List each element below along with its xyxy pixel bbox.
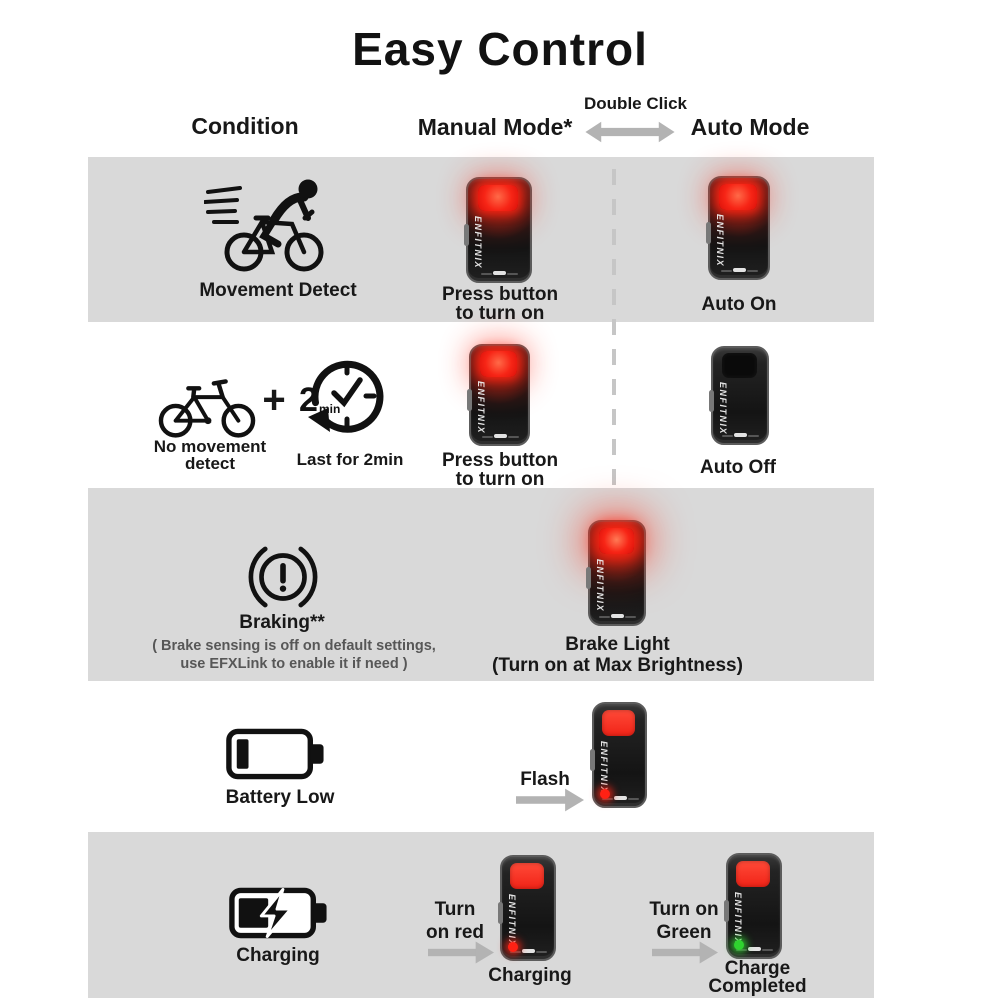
brake-result-label: Brake Light (Turn on at Max Brightness) xyxy=(492,634,743,676)
tail-light-charging: ENFITNIX xyxy=(498,855,556,961)
auto-mode-header: Auto Mode xyxy=(690,114,810,140)
braking-note: ( Brake sensing is off on default settin… xyxy=(152,638,436,672)
device-lens xyxy=(719,183,757,210)
auto-state-label-row1: Auto On xyxy=(701,294,777,315)
device-brand: ENFITNIX xyxy=(507,893,517,947)
clock-unit-label: min xyxy=(319,402,340,416)
tail-light-auto-off: ENFITNIX xyxy=(709,346,769,445)
charging-arrow-icon xyxy=(428,941,494,964)
device-side-button xyxy=(586,566,591,589)
plus-sign: + xyxy=(262,378,286,422)
device-logo xyxy=(613,796,627,800)
condition-label-no-movement: No movement detect xyxy=(153,437,267,473)
timer-clock-icon: 2 min xyxy=(299,360,384,433)
device-side-button xyxy=(467,389,472,412)
device-logo xyxy=(522,949,535,953)
charging-battery-icon xyxy=(229,887,327,939)
tail-light-auto-on: ENFITNIX xyxy=(706,176,770,280)
device-lens xyxy=(510,862,545,890)
battery-low-icon xyxy=(226,728,324,780)
device-logo xyxy=(734,433,747,437)
cyclist-icon xyxy=(204,179,324,272)
charge-completed-label: Charge Completed xyxy=(708,958,807,997)
tail-light-manual-on-2: ENFITNIX xyxy=(467,344,530,446)
device-lens xyxy=(477,184,519,212)
device-lens xyxy=(480,351,518,377)
device-side-button xyxy=(709,389,714,412)
double-click-label: Double Click xyxy=(584,94,687,113)
condition-label-movement: Movement Detect xyxy=(199,280,357,301)
bike-icon xyxy=(158,379,256,438)
charging-result-label: Charging xyxy=(488,965,572,986)
tail-light-manual-on: ENFITNIX xyxy=(464,177,532,283)
device-side-button xyxy=(498,901,503,924)
double-arrow-icon xyxy=(585,121,675,143)
device-lens xyxy=(602,709,636,737)
device-brand: ENFITNIX xyxy=(718,382,728,436)
device-brand: ENFITNIX xyxy=(476,381,486,435)
device-side-button xyxy=(464,223,469,246)
device-brand: ENFITNIX xyxy=(715,214,725,268)
device-brand: ENFITNIX xyxy=(599,740,609,794)
clock-value-label: 2 xyxy=(299,381,318,419)
condition-column-header: Condition xyxy=(191,113,299,139)
device-brand: ENFITNIX xyxy=(595,558,605,612)
device-side-button xyxy=(706,222,711,244)
green-indicator-dot xyxy=(734,940,744,950)
manual-auto-divider xyxy=(612,169,616,490)
brake-warning-icon xyxy=(248,546,318,608)
flash-label: Flash xyxy=(520,769,570,790)
red-indicator-dot xyxy=(508,942,518,952)
condition-label-charging: Charging xyxy=(236,945,320,966)
page-title: Easy Control xyxy=(352,23,648,75)
device-lens xyxy=(736,860,771,888)
device-logo xyxy=(733,268,746,272)
row-band-braking xyxy=(88,488,874,681)
flash-arrow-icon xyxy=(516,788,584,812)
auto-state-label-row2: Auto Off xyxy=(700,457,776,478)
charge-complete-arrow-icon xyxy=(652,941,718,964)
device-logo xyxy=(493,434,507,438)
turn-on-red-label: Turn on red xyxy=(425,899,485,943)
device-logo xyxy=(493,271,506,275)
device-side-button xyxy=(590,748,595,771)
device-lens xyxy=(598,527,634,555)
duration-label: Last for 2min xyxy=(296,450,404,469)
manual-action-label-row2: Press button to turn on xyxy=(441,450,559,490)
tail-light-charged: ENFITNIX xyxy=(724,853,782,959)
device-side-button xyxy=(724,899,729,922)
red-indicator-dot xyxy=(600,789,610,799)
device-logo xyxy=(748,947,761,951)
manual-mode-header: Manual Mode* xyxy=(417,114,573,140)
condition-label-battery-low: Battery Low xyxy=(225,787,335,808)
tail-light-brake: ENFITNIX xyxy=(586,520,646,626)
device-lens xyxy=(721,353,757,378)
device-brand: ENFITNIX xyxy=(733,891,743,945)
turn-on-green-label: Turn on Green xyxy=(649,899,719,943)
tail-light-flash: ENFITNIX xyxy=(590,702,647,808)
condition-label-braking: Braking** xyxy=(239,612,325,633)
device-logo xyxy=(611,614,624,618)
device-brand: ENFITNIX xyxy=(473,215,483,269)
manual-action-label-row1: Press button to turn on xyxy=(441,284,559,324)
